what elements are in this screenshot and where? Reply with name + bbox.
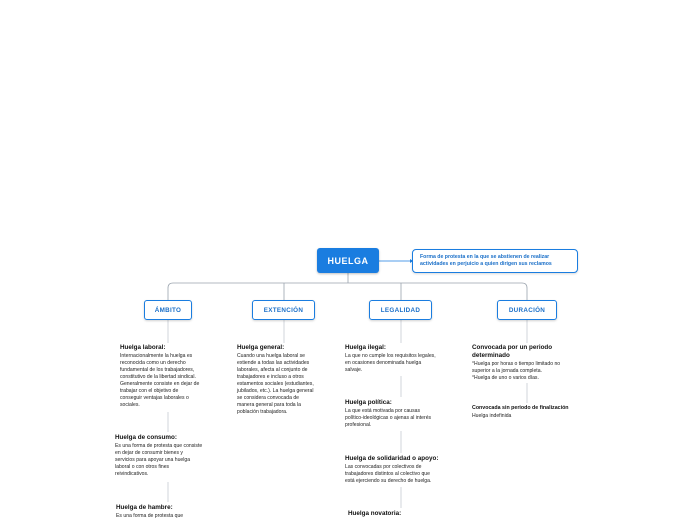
category-ambito[interactable]: ÁMBITO xyxy=(144,300,192,320)
topic-description: Es una forma de protesta que xyxy=(116,512,184,519)
category-extension[interactable]: EXTENCIÓN xyxy=(252,300,315,320)
topic-title: Huelga general: xyxy=(237,344,285,351)
topic-huelga-general[interactable]: Huelga general: Cuando una huelga labora… xyxy=(237,344,337,416)
topic-description: Huelga indefinida xyxy=(472,412,512,419)
category-legalidad[interactable]: LEGALIDAD xyxy=(369,300,432,320)
topic-title: Huelga laboral: xyxy=(120,344,166,351)
topic-description: La que está motivada por causas político… xyxy=(345,407,432,428)
topic-description: La que no cumple los requisitos legales,… xyxy=(345,352,436,373)
topic-description: Las convocadas por colectivos de trabaja… xyxy=(345,463,432,484)
topic-huelga-novatoria[interactable]: Huelga novatoria: xyxy=(348,510,468,519)
topic-title: Huelga de solidaridad o apoyo: xyxy=(345,455,439,462)
topic-huelga-laboral[interactable]: Huelga laboral: Internacionalmente la hu… xyxy=(120,344,230,409)
root-note[interactable]: Forma de protesta en la que se abstienen… xyxy=(412,249,578,273)
topic-huelga-hambre[interactable]: Huelga de hambre: Es una forma de protes… xyxy=(116,504,234,520)
topic-description: Es una forma de protesta que consiste en… xyxy=(115,442,203,477)
topic-sin-periodo[interactable]: Convocada sin periodo de finalización Hu… xyxy=(472,405,590,420)
topic-title: Huelga de consumo: xyxy=(115,434,177,441)
arrow-head-icon xyxy=(410,259,413,263)
root-node[interactable]: HUELGA xyxy=(317,248,379,273)
topic-title: Convocada sin periodo de finalización xyxy=(472,405,569,411)
topic-title: Huelga de hambre: xyxy=(116,504,173,511)
topic-title: Convocada por un periodo determinado xyxy=(472,344,553,359)
topic-huelga-ilegal[interactable]: Huelga ilegal: La que no cumple los requ… xyxy=(345,344,465,374)
category-bus xyxy=(167,282,528,300)
topic-title: Huelga novatoria: xyxy=(348,510,402,517)
topic-description: °Huelga por horas o tiempo limitado no s… xyxy=(472,360,561,381)
topic-huelga-politica[interactable]: Huelga política: La que está motivada po… xyxy=(345,399,465,429)
topic-title: Huelga política: xyxy=(345,399,392,406)
topic-title: Huelga ilegal: xyxy=(345,344,386,351)
topic-periodo-determinado[interactable]: Convocada por un periodo determinado °Hu… xyxy=(472,344,590,382)
topic-huelga-consumo[interactable]: Huelga de consumo: Es una forma de prote… xyxy=(115,434,233,478)
topic-description: Cuando una huelga laboral se extiende a … xyxy=(237,352,314,415)
category-duracion[interactable]: DURACIÓN xyxy=(497,300,557,320)
topic-huelga-solidaridad[interactable]: Huelga de solidaridad o apoyo: Las convo… xyxy=(345,455,465,485)
topic-description: Internacionalmente la huelga es reconoci… xyxy=(120,352,200,408)
